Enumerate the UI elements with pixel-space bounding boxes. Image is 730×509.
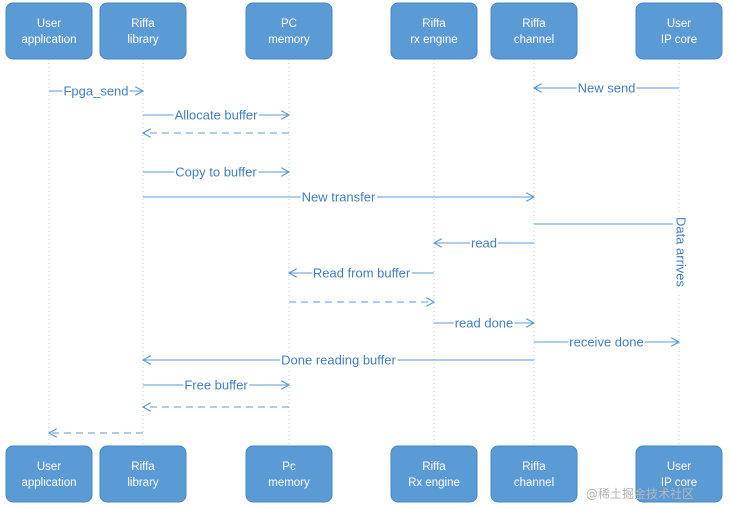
receive-done-label: receive done: [569, 335, 643, 350]
top-user-app-box: User application: [5, 2, 93, 60]
participant-role: application: [22, 34, 77, 46]
done-reading-buffer-label: Done reading buffer: [281, 353, 396, 368]
new-transfer-label: New transfer: [302, 190, 376, 205]
participant-role: channel: [514, 477, 554, 489]
bottom-pc-mem-box: Pc memory: [245, 445, 333, 503]
participant-name: Pc: [282, 461, 296, 473]
bottom-riffa-lib-box: Riffa library: [99, 445, 187, 503]
new-send-message: New send: [534, 80, 679, 96]
participant-role: memory: [268, 477, 310, 489]
participant-name: Riffa: [131, 461, 155, 473]
participant-role: memory: [268, 34, 310, 46]
done-reading-buffer-message: Done reading buffer: [143, 352, 534, 368]
watermark-text: @稀土掘金技术社区: [586, 486, 694, 501]
bottom-riffa-chan-box: Riffa channel: [490, 445, 578, 503]
participant-role: library: [127, 477, 159, 489]
participant-role: application: [22, 477, 77, 489]
fpga-send-label: Fpga_send: [63, 84, 128, 99]
participant-name: Riffa: [522, 461, 546, 473]
participant-name: User: [667, 461, 691, 473]
data-arrives-label: Data arrives: [674, 217, 689, 288]
participant-role: library: [127, 34, 159, 46]
read-done-message: read done: [434, 315, 534, 331]
participant-role: IP core: [661, 34, 697, 46]
copy-to-buffer-message: Copy to buffer: [143, 164, 289, 180]
allocate-buffer-message: Allocate buffer: [143, 107, 289, 123]
participant-name: PC: [281, 18, 297, 30]
read-from-buffer-label: Read from buffer: [313, 266, 411, 281]
top-riffa-chan-box: Riffa channel: [490, 2, 578, 60]
copy-to-buffer-label: Copy to buffer: [175, 165, 257, 180]
bottom-user-ip-box: User IP core: [635, 445, 723, 503]
lifelines: [48, 59, 680, 446]
participant-name: Riffa: [422, 461, 446, 473]
participants-bottom: User application Riffa library Pc memory Riffa…: [5, 445, 723, 503]
data-arrives-message: Data arrives: [534, 212, 689, 292]
participant-role: channel: [514, 34, 554, 46]
free-buffer-message: Free buffer: [143, 377, 289, 393]
receive-done-message: receive done: [534, 334, 679, 350]
read-done-label: read done: [455, 316, 514, 331]
bottom-rx-engine-box: Riffa Rx engine: [390, 445, 478, 503]
top-pc-mem-box: PC memory: [245, 2, 333, 60]
participant-name: Riffa: [131, 18, 155, 30]
participant-name: User: [667, 18, 691, 30]
participants-top: User application Riffa library PC memory Riffa…: [5, 2, 723, 60]
top-user-ip-box: User IP core: [635, 2, 723, 60]
new-send-label: New send: [578, 81, 636, 96]
read-from-buffer-message: Read from buffer: [289, 265, 434, 281]
participant-name: User: [37, 461, 61, 473]
participant-role: IP core: [661, 477, 697, 489]
participant-name: Riffa: [422, 18, 446, 30]
bottom-user-app-box: User application: [5, 445, 93, 503]
participant-role: Rx engine: [408, 477, 460, 489]
participant-name: User: [37, 18, 61, 30]
participant-name: Riffa: [522, 18, 546, 30]
read-label: read: [471, 236, 497, 251]
free-buffer-label: Free buffer: [184, 378, 248, 393]
fpga-send-message: Fpga_send: [49, 83, 143, 99]
allocate-buffer-label: Allocate buffer: [175, 108, 259, 123]
top-rx-engine-box: Riffa rx engine: [390, 2, 478, 60]
new-transfer-message: New transfer: [143, 189, 534, 205]
read-message: read: [434, 235, 534, 251]
participant-role: rx engine: [410, 34, 457, 46]
top-riffa-lib-box: Riffa library: [99, 2, 187, 60]
